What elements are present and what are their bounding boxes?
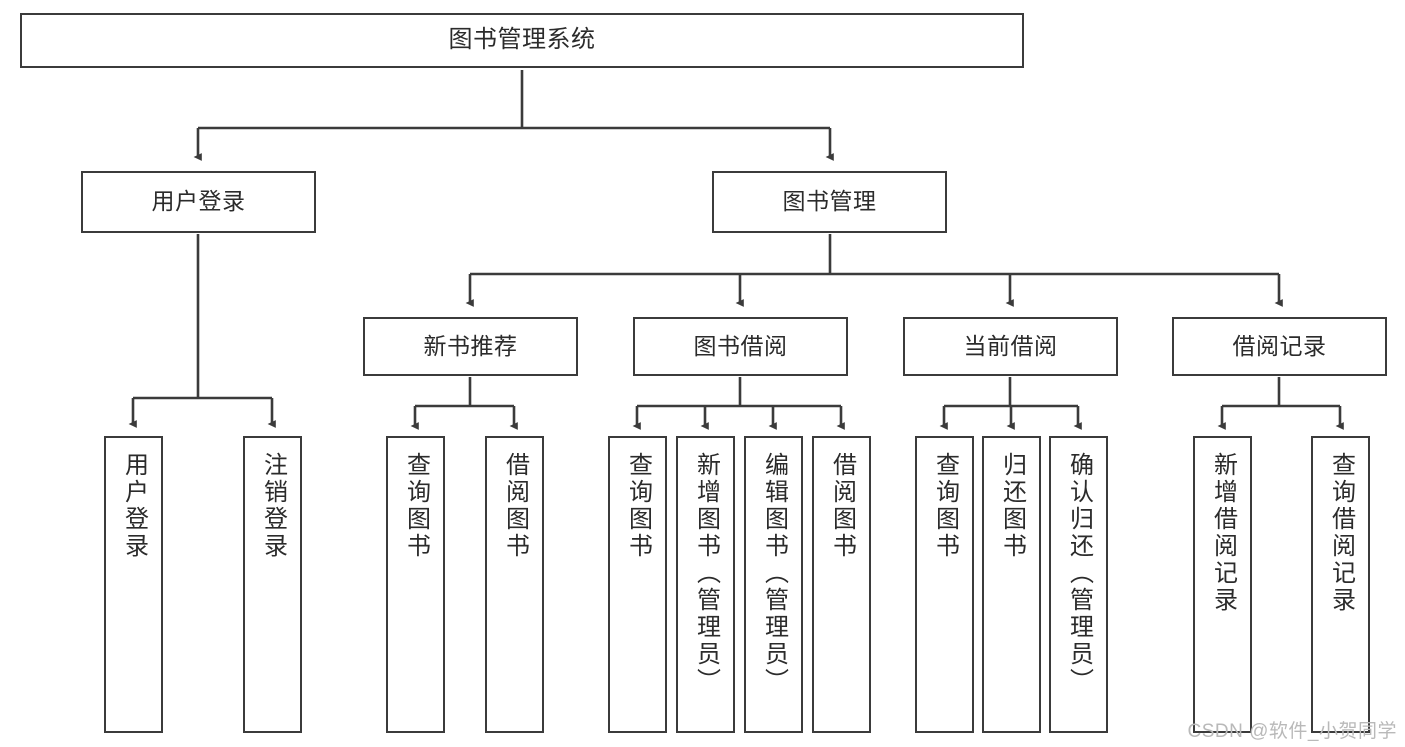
leaf-recommend-query-book-label: 查询图书 [402,452,430,560]
node-current-borrow-label: 当前借阅 [963,332,1058,359]
leaf-record-query-record-label: 查询借阅记录 [1327,452,1355,614]
node-borrow-record-label: 借阅记录 [1232,332,1327,359]
watermark: CSDN @软件_小贺同学 [1187,721,1397,742]
node-book-borrow-label: 图书借阅 [693,332,788,359]
leaf-user-login-login[interactable]: 用户登录 [104,436,163,733]
leaf-user-login-logout-label: 注销登录 [259,452,287,560]
leaf-borrow-add-book[interactable]: 新增图书（管理员） [676,436,735,733]
leaf-recommend-query-book[interactable]: 查询图书 [386,436,445,733]
node-book-borrow[interactable]: 图书借阅 [633,317,848,376]
leaf-borrow-query-book[interactable]: 查询图书 [608,436,667,733]
node-book-management[interactable]: 图书管理 [712,171,947,233]
node-user-login[interactable]: 用户登录 [81,171,316,233]
leaf-borrow-borrow-book-label: 借阅图书 [828,452,856,560]
leaf-borrow-edit-book[interactable]: 编辑图书（管理员） [744,436,803,733]
leaf-recommend-borrow-book-label: 借阅图书 [501,452,529,560]
leaf-record-query-record[interactable]: 查询借阅记录 [1311,436,1370,733]
leaf-user-login-login-label: 用户登录 [120,452,148,560]
leaf-user-login-logout[interactable]: 注销登录 [243,436,302,733]
leaf-record-add-record[interactable]: 新增借阅记录 [1193,436,1252,733]
leaf-current-return-book[interactable]: 归还图书 [982,436,1041,733]
leaf-current-confirm-return-label: 确认归还（管理员） [1065,452,1093,695]
leaf-current-return-book-label: 归还图书 [998,452,1026,560]
node-new-book-recommend-label: 新书推荐 [423,332,518,359]
leaf-current-confirm-return[interactable]: 确认归还（管理员） [1049,436,1108,733]
node-current-borrow[interactable]: 当前借阅 [903,317,1118,376]
node-book-management-label: 图书管理 [782,188,877,215]
node-user-login-label: 用户登录 [151,188,246,215]
leaf-borrow-edit-book-label: 编辑图书（管理员） [760,452,788,695]
node-root-label: 图书管理系统 [448,26,596,54]
node-new-book-recommend[interactable]: 新书推荐 [363,317,578,376]
leaf-current-query-book[interactable]: 查询图书 [915,436,974,733]
leaf-borrow-add-book-label: 新增图书（管理员） [692,452,720,695]
leaf-record-add-record-label: 新增借阅记录 [1209,452,1237,614]
leaf-current-query-book-label: 查询图书 [931,452,959,560]
node-borrow-record[interactable]: 借阅记录 [1172,317,1387,376]
leaf-borrow-query-book-label: 查询图书 [624,452,652,560]
leaf-recommend-borrow-book[interactable]: 借阅图书 [485,436,544,733]
node-root[interactable]: 图书管理系统 [20,13,1024,68]
leaf-borrow-borrow-book[interactable]: 借阅图书 [812,436,871,733]
